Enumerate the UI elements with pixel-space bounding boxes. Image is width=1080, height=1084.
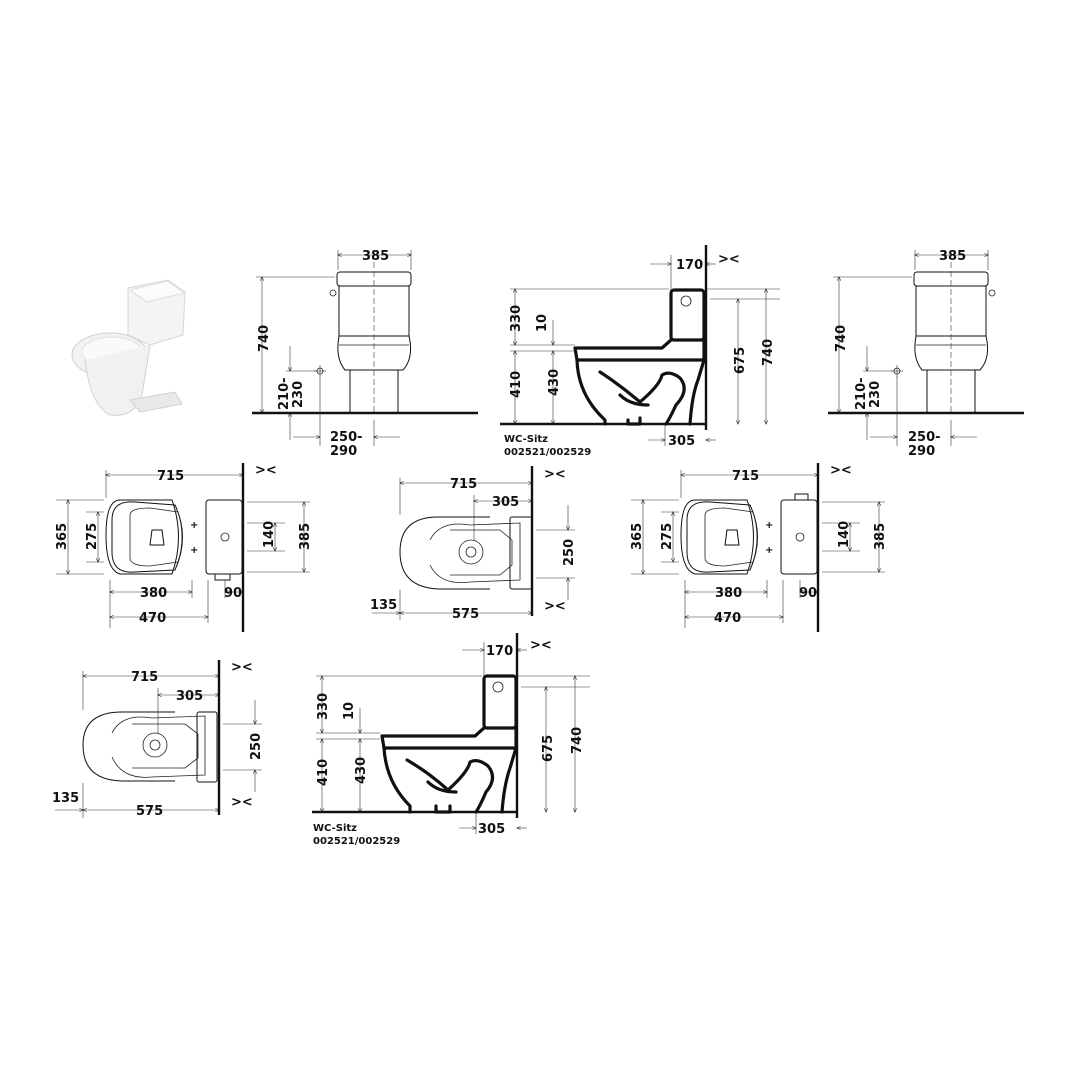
length-715-label: 715 — [131, 670, 158, 685]
wall-marker: >< — [718, 252, 740, 267]
inlet-height-top-label: 210- — [854, 377, 869, 410]
depth-305-label: 305 — [478, 822, 505, 837]
depth-170-label: 170 — [486, 644, 513, 659]
length-715-label: 715 — [450, 477, 477, 492]
svg-text:+: + — [765, 545, 773, 556]
height-430-label: 430 — [354, 757, 369, 784]
svg-text:+: + — [190, 520, 198, 531]
depth-380-label: 380 — [140, 586, 167, 601]
height-330-label: 330 — [509, 305, 524, 332]
wall-marker: >< — [830, 463, 852, 478]
depth-135-label: 135 — [370, 598, 397, 613]
height-675-label: 675 — [733, 347, 748, 374]
front-view-left: 385 740 210- 230 250- 290 — [252, 249, 478, 459]
depth-90-label: 90 — [799, 586, 817, 601]
length-715-label: 715 — [732, 469, 759, 484]
seat-label: WC-Sitz — [504, 434, 548, 445]
wall-marker: >< — [530, 638, 552, 653]
height-430-label: 430 — [547, 369, 562, 396]
depth-470-label: 470 — [139, 611, 166, 626]
depth-305-label: 305 — [176, 689, 203, 704]
product-photo — [71, 279, 186, 416]
svg-text:+: + — [765, 520, 773, 531]
width-140-label: 140 — [837, 521, 852, 548]
spacing-top-label: 250- — [908, 430, 941, 445]
depth-90-label: 90 — [224, 586, 242, 601]
width-365-label: 365 — [630, 523, 645, 550]
top-view-left: + + 715 >< 365 275 140 385 380 90 470 — [55, 463, 313, 632]
top-view-right: + + 715 >< 365 275 140 385 380 90 470 — [630, 463, 888, 632]
width-250-label: 250 — [249, 733, 264, 760]
width-385-label: 385 — [362, 249, 389, 264]
inlet-height-top-label: 210- — [277, 377, 292, 410]
bottom-view-left: 715 305 >< 250 135 575 >< — [52, 660, 264, 819]
wall-marker: >< — [231, 660, 253, 675]
wall-marker-bottom: >< — [544, 599, 566, 614]
bottom-view-center: 715 305 >< 250 135 575 >< — [370, 466, 577, 622]
inlet-height-bottom-label: 230 — [291, 381, 306, 408]
width-275-label: 275 — [85, 523, 100, 550]
height-740-label: 740 — [761, 339, 776, 366]
height-410-label: 410 — [509, 371, 524, 398]
height-330-label: 330 — [316, 693, 331, 720]
wall-marker: >< — [544, 467, 566, 482]
height-10-label: 10 — [535, 314, 550, 332]
seat-codes: 002521/002529 — [313, 836, 400, 847]
side-view-bottom: 330 410 10 430 675 740 170 >< 305 WC-Sit… — [312, 633, 590, 847]
depth-305-label: 305 — [668, 434, 695, 449]
height-10-label: 10 — [342, 702, 357, 720]
width-385-label: 385 — [873, 523, 888, 550]
depth-170-label: 170 — [676, 258, 703, 273]
height-740-label: 740 — [834, 325, 849, 352]
width-140-label: 140 — [262, 521, 277, 548]
depth-470-label: 470 — [714, 611, 741, 626]
height-740-label: 740 — [570, 727, 585, 754]
width-385-label: 385 — [939, 249, 966, 264]
width-275-label: 275 — [660, 523, 675, 550]
depth-380-label: 380 — [715, 586, 742, 601]
front-view-right: 385 740 210- 230 250- 290 — [828, 249, 1024, 459]
height-675-label: 675 — [541, 735, 556, 762]
wall-marker: >< — [255, 463, 277, 478]
depth-305-label: 305 — [492, 495, 519, 510]
svg-text:+: + — [190, 545, 198, 556]
seat-codes: 002521/002529 — [504, 447, 591, 458]
spacing-bottom-label: 290 — [908, 444, 935, 459]
width-250-label: 250 — [562, 539, 577, 566]
width-365-label: 365 — [55, 523, 70, 550]
width-385-label: 385 — [298, 523, 313, 550]
inlet-height-bottom-label: 230 — [868, 381, 883, 408]
spacing-bottom-label: 290 — [330, 444, 357, 459]
depth-575-label: 575 — [136, 804, 163, 819]
height-410-label: 410 — [316, 759, 331, 786]
height-740-label: 740 — [257, 325, 272, 352]
seat-label: WC-Sitz — [313, 823, 357, 834]
wall-marker-bottom: >< — [231, 795, 253, 810]
side-view-top: 330 410 10 430 675 740 170 >< 305 WC-Sit… — [500, 245, 780, 458]
length-715-label: 715 — [157, 469, 184, 484]
spacing-top-label: 250- — [330, 430, 363, 445]
depth-135-label: 135 — [52, 791, 79, 806]
depth-575-label: 575 — [452, 607, 479, 622]
